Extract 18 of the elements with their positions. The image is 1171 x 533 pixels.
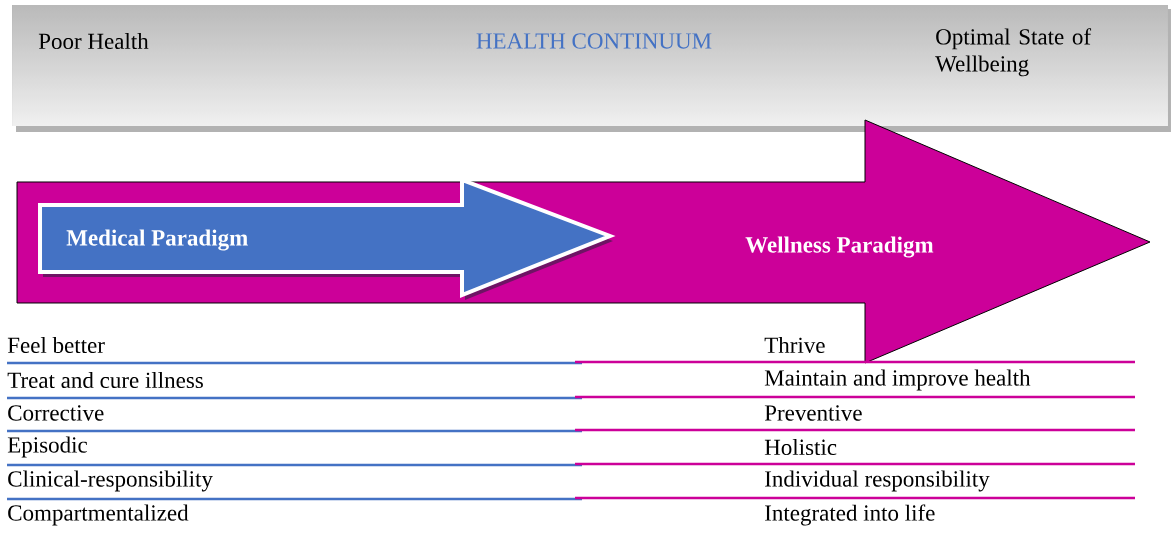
list-item: Feel better	[7, 336, 105, 354]
list-item: Preventive	[764, 405, 862, 421]
banner-label: Poor Health	[38, 32, 149, 50]
list-item: Holistic	[764, 438, 837, 456]
banner-box	[12, 5, 1171, 132]
list-item: Treat and cure illness	[7, 371, 203, 389]
banner-label: Optimal State of Wellbeing	[935, 28, 1092, 77]
list-item: Maintain and improve health	[764, 369, 1031, 391]
arrow-label: Medical Paradigm	[66, 229, 248, 251]
list-item: Individual responsibility	[765, 470, 990, 492]
list-item: Integrated into life	[765, 504, 935, 526]
list-item: Thrive	[764, 336, 825, 354]
list-item: Compartmentalized	[8, 504, 189, 526]
list-item: Episodic	[7, 436, 87, 458]
list-item: Corrective	[8, 405, 104, 421]
banner-label: HEALTH CONTINUUM	[476, 33, 712, 49]
arrow-label: Wellness Paradigm	[745, 236, 934, 258]
list-item: Clinical-responsibility	[8, 470, 213, 492]
